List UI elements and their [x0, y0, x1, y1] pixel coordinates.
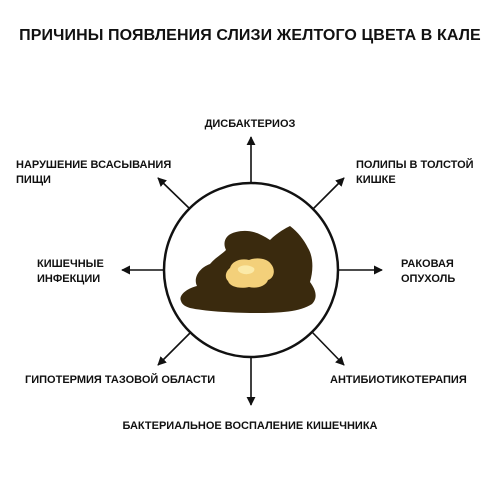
- mucus-highlight: [237, 265, 255, 275]
- label-malabsorption-line1: НАРУШЕНИЕ ВСАСЫВАНИЯ: [16, 159, 172, 171]
- label-polyps: ПОЛИПЫ В ТОЛСТОЙ КИШКЕ: [356, 158, 474, 188]
- stool-icon: [180, 226, 316, 313]
- label-infections-line1: КИШЕЧНЫЕ: [37, 258, 104, 270]
- label-antibiotics-text: АНТИБИОТИКОТЕРАПИЯ: [330, 374, 467, 386]
- label-inflammation-text: БАКТЕРИАЛЬНОЕ ВОСПАЛЕНИЕ КИШЕЧНИКА: [122, 420, 378, 432]
- label-hypothermia: ГИПОТЕРМИЯ ТАЗОВОЙ ОБЛАСТИ: [25, 373, 215, 388]
- label-dysbacteriosis: ДИСБАКТЕРИОЗ: [0, 117, 500, 132]
- label-polyps-line2: КИШКЕ: [356, 174, 396, 186]
- arrows: [121, 136, 383, 406]
- label-hypothermia-text: ГИПОТЕРМИЯ ТАЗОВОЙ ОБЛАСТИ: [25, 374, 216, 386]
- label-antibiotics: АНТИБИОТИКОТЕРАПИЯ: [330, 373, 467, 388]
- label-polyps-line1: ПОЛИПЫ В ТОЛСТОЙ: [356, 159, 474, 171]
- label-tumor: РАКОВАЯ ОПУХОЛЬ: [401, 257, 455, 287]
- arrow-antibiotics: [311, 331, 345, 366]
- arrow-malabsorption: [157, 177, 191, 210]
- label-dysbacteriosis-text: ДИСБАКТЕРИОЗ: [204, 118, 296, 130]
- label-infections-line2: ИНФЕКЦИИ: [37, 273, 101, 285]
- arrow-hypothermia: [157, 331, 192, 366]
- label-malabsorption: НАРУШЕНИЕ ВСАСЫВАНИЯ ПИЩИ: [16, 158, 171, 188]
- arrow-polyps: [312, 177, 345, 210]
- page-title: ПРИЧИНЫ ПОЯВЛЕНИЯ СЛИЗИ ЖЕЛТОГО ЦВЕТА В …: [19, 27, 481, 44]
- label-tumor-line2: ОПУХОЛЬ: [401, 273, 456, 285]
- label-tumor-line1: РАКОВАЯ: [401, 258, 454, 270]
- label-infections: КИШЕЧНЫЕ ИНФЕКЦИИ: [37, 257, 104, 287]
- label-malabsorption-line2: ПИЩИ: [16, 174, 51, 186]
- label-inflammation: БАКТЕРИАЛЬНОЕ ВОСПАЛЕНИЕ КИШЕЧНИКА: [0, 419, 500, 434]
